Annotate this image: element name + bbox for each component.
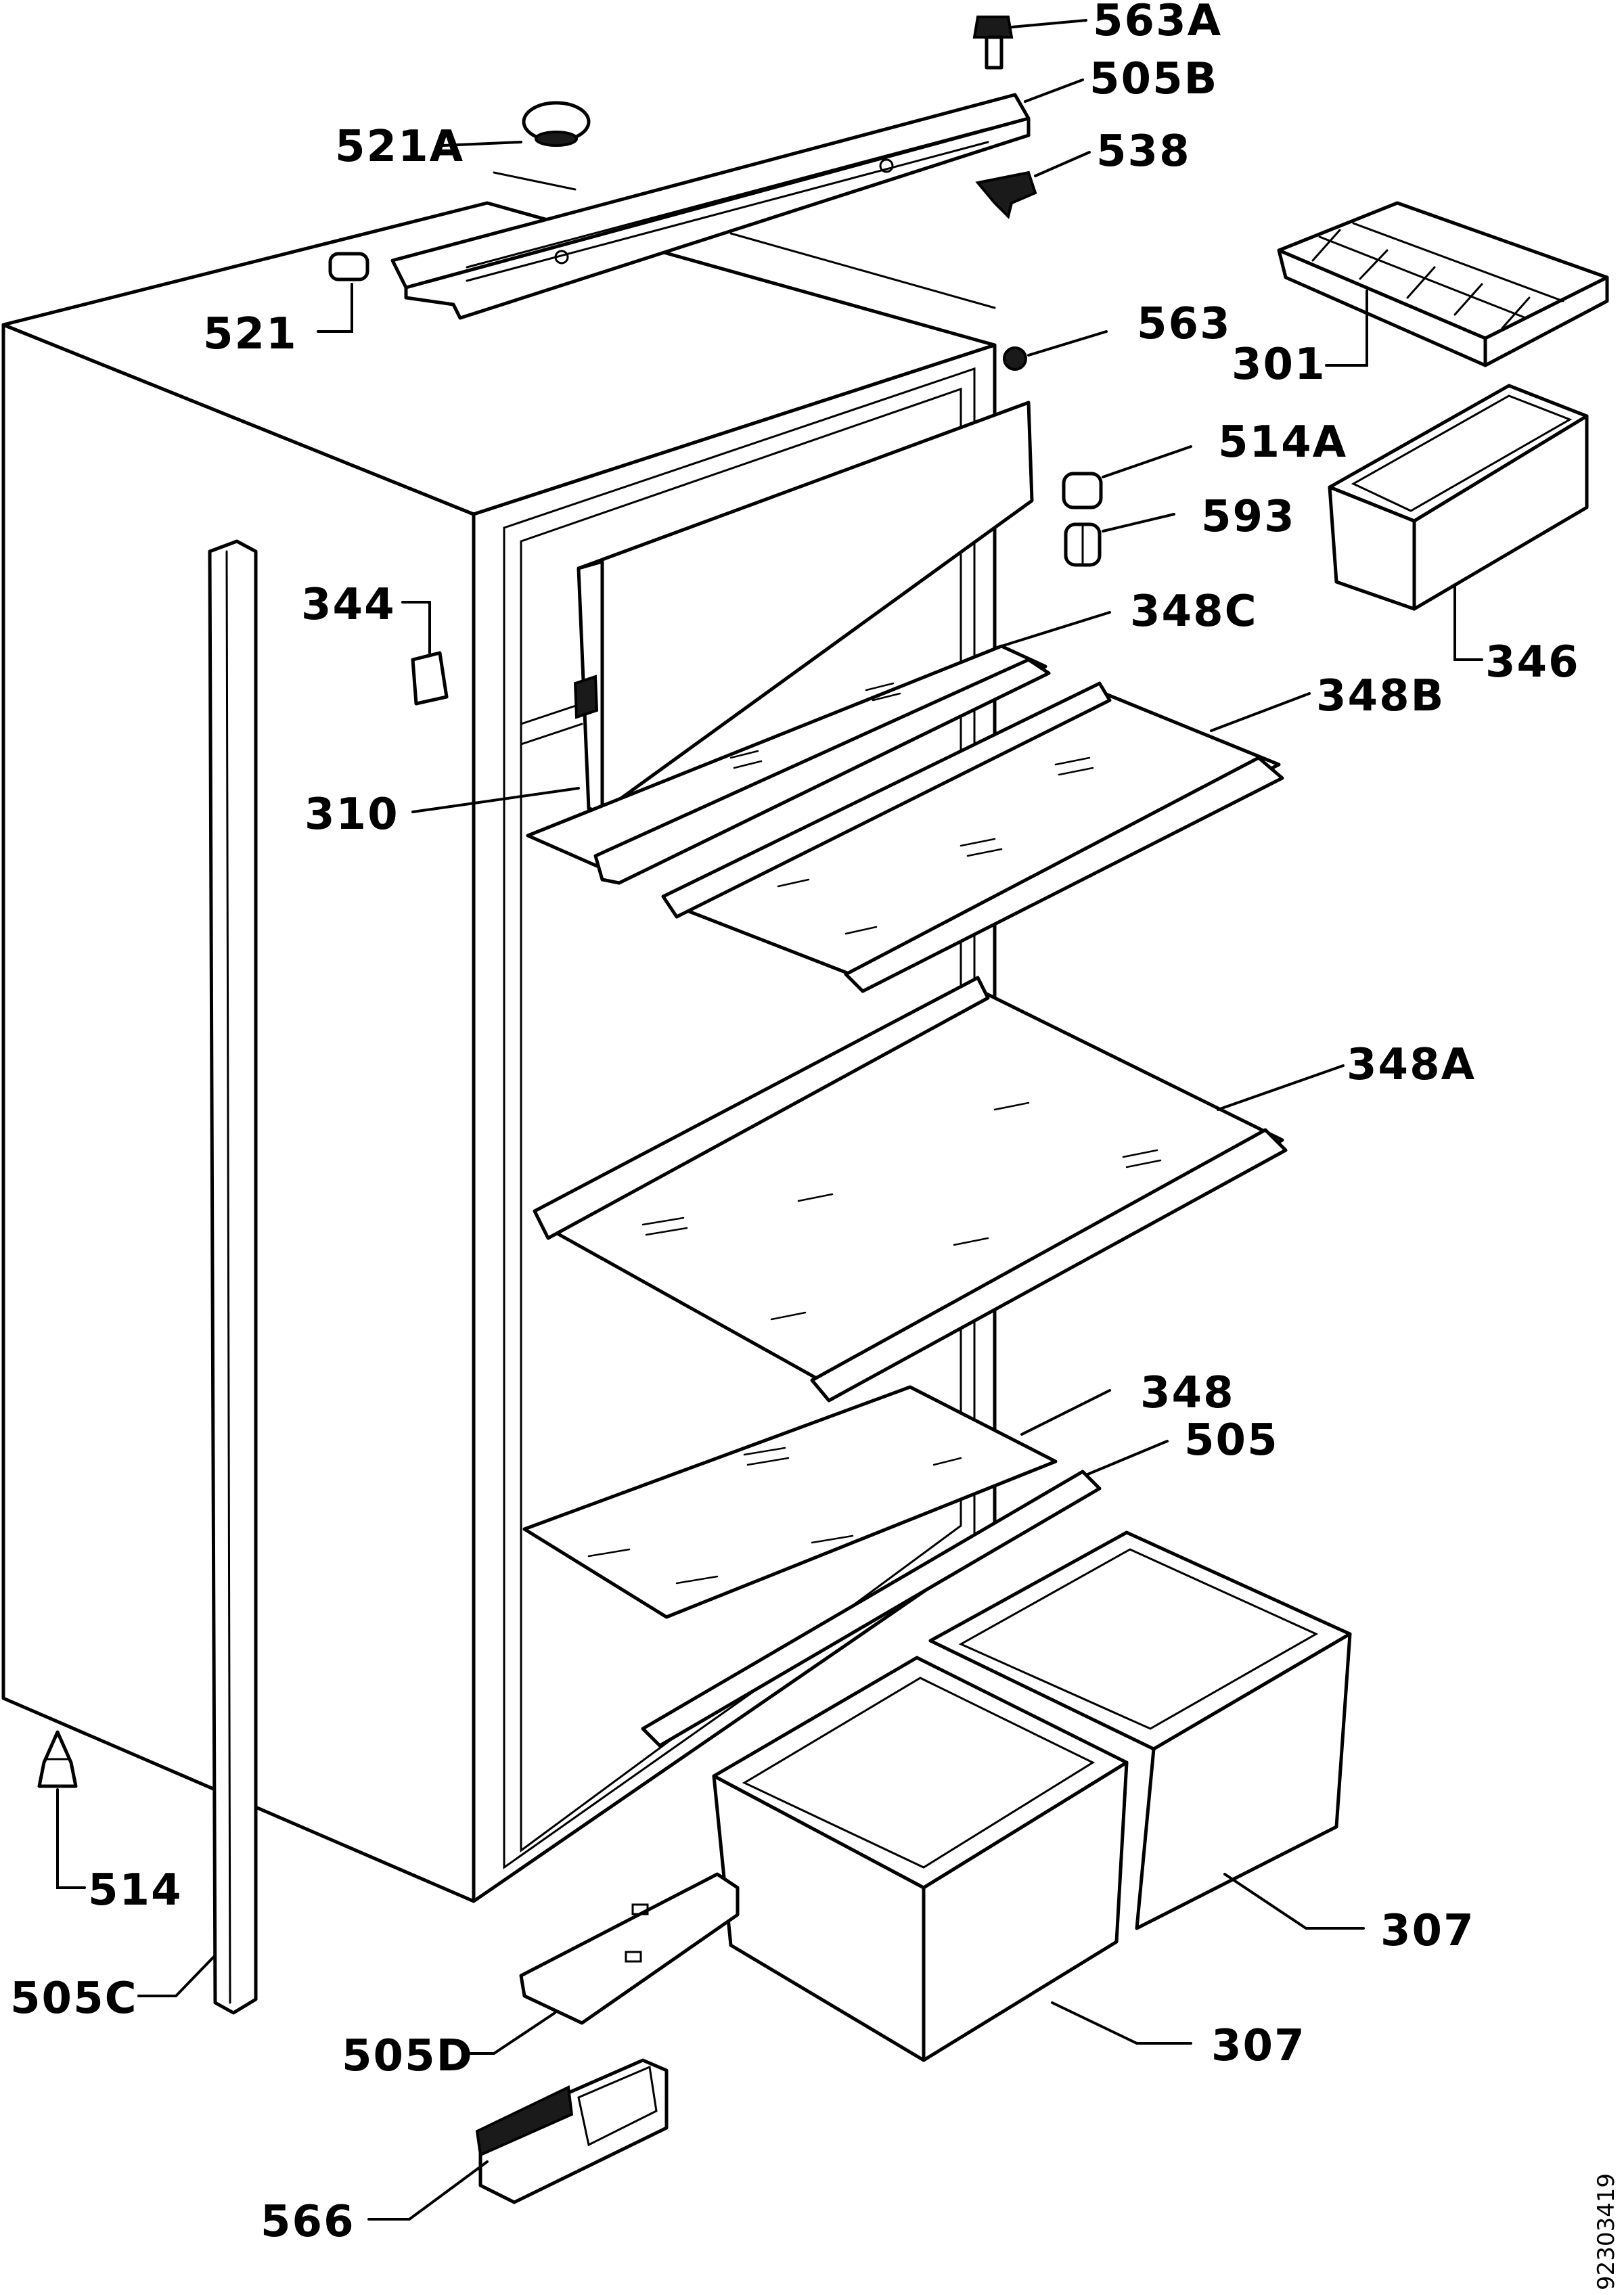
hinge-bolt — [972, 16, 1014, 70]
leader-lines — [56, 19, 1483, 2221]
refrigerator-cabinet — [1, 171, 997, 1903]
callout-348: 348 — [1140, 1368, 1235, 1418]
callout-346: 346 — [1485, 637, 1580, 687]
callout-566: 566 — [261, 2197, 355, 2247]
callout-348A: 348A — [1347, 1040, 1476, 1090]
shelf-support-clip — [411, 651, 449, 706]
hinge-cover-cap — [522, 101, 591, 147]
document-number: 92303419 — [1593, 2173, 1620, 2290]
shelf-trim-strip — [641, 1470, 1102, 1748]
callout-514A: 514A — [1218, 417, 1347, 468]
adjustable-foot — [37, 1730, 78, 1788]
bushing — [1062, 472, 1103, 509]
callout-348C: 348C — [1130, 587, 1258, 637]
callout-505C: 505C — [10, 1974, 138, 2024]
callout-344: 344 — [301, 580, 396, 630]
top-hinge-bar — [390, 93, 1031, 320]
callout-307-front: 307 — [1211, 2021, 1306, 2071]
shelf-348A — [533, 976, 1288, 1403]
callout-348B: 348B — [1316, 671, 1445, 721]
lower-hinge-bracket — [519, 1872, 740, 2025]
callout-521A: 521A — [335, 122, 464, 172]
callout-505D: 505D — [342, 2031, 474, 2081]
callout-521: 521 — [203, 309, 298, 359]
callout-563A: 563A — [1093, 0, 1222, 46]
door-stop-pin — [1064, 522, 1102, 567]
shelf-348C — [526, 644, 1051, 885]
callout-307-rear: 307 — [1380, 1906, 1475, 1956]
callout-310: 310 — [304, 790, 399, 840]
callout-505: 505 — [1184, 1415, 1279, 1465]
callout-505B: 505B — [1089, 54, 1218, 104]
screw — [1003, 346, 1027, 371]
callout-563: 563 — [1137, 299, 1232, 349]
crisper-drawer-rear — [928, 1530, 1352, 1930]
callout-593: 593 — [1201, 492, 1296, 542]
hinge-pin — [975, 171, 1037, 219]
hole-plug — [328, 252, 369, 281]
callout-538: 538 — [1096, 127, 1191, 177]
callout-514: 514 — [88, 1865, 183, 1915]
door-handle — [475, 2058, 669, 2204]
ice-cube-tray — [1277, 201, 1609, 367]
door-trim-strip — [208, 539, 258, 2015]
storage-box-small — [1328, 384, 1589, 611]
callout-301: 301 — [1232, 340, 1326, 390]
shelf-348 — [522, 1385, 1058, 1619]
shelf-348B — [661, 681, 1284, 993]
crisper-drawer-front — [712, 1656, 1129, 2062]
callout-labels: 563A 505B 521A 538 521 563 301 514A 593 … — [10, 0, 1580, 2247]
